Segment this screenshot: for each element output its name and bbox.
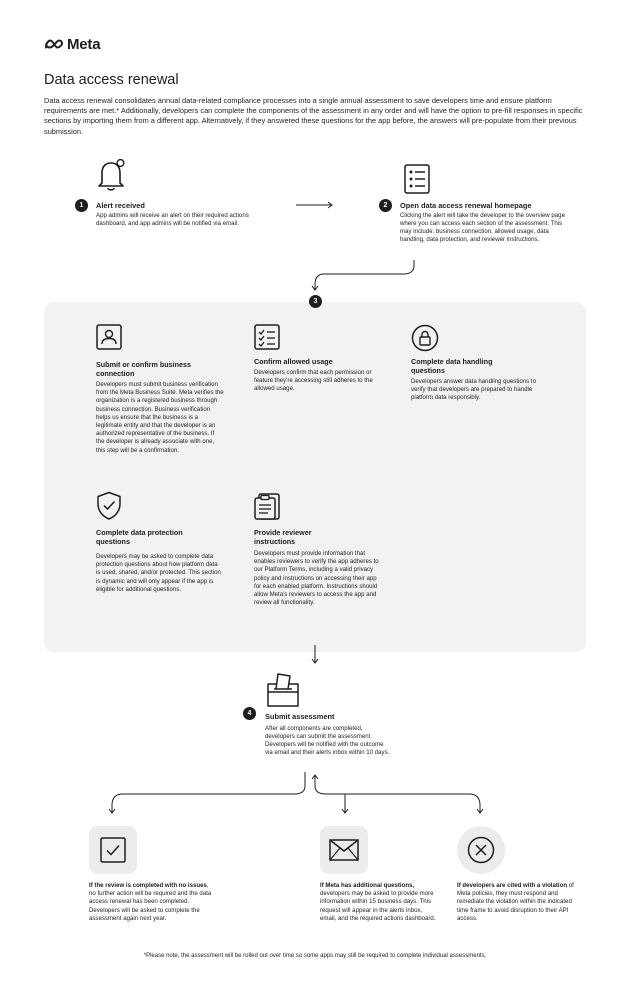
clipboard-icon	[254, 493, 280, 520]
outcome-bold-no-issues: If the review is completed with no issue…	[89, 882, 207, 889]
page-title: Data access renewal	[44, 72, 179, 88]
arrow-right-connector	[296, 201, 333, 209]
outcome-violation-tile	[457, 826, 505, 874]
component-title-business-connection: Submit or confirm business connection	[96, 360, 192, 378]
check-box-icon	[100, 837, 126, 863]
component-text-allowed-usage: Developers confirm that each permission …	[254, 369, 373, 393]
component-title-data-protection: Complete data protection questions	[96, 528, 183, 546]
outcome-bold-violation: If developers are cited with a violation	[457, 882, 568, 889]
outcome-detail-no-issues: , no further action will be required and…	[89, 882, 212, 922]
step-number-3: 3	[309, 295, 322, 308]
meta-infinity-icon	[45, 39, 64, 49]
outcome-text-no-issues: If the review is completed with no issue…	[89, 882, 214, 923]
component-text-data-protection: Developers may be asked to complete data…	[96, 553, 221, 593]
brand-name: Meta	[67, 36, 101, 53]
component-title-reviewer-instructions: Provide reviewer instructions	[254, 528, 312, 546]
components-panel	[44, 302, 586, 652]
x-circle-icon	[467, 836, 495, 864]
curved-arrow-connector	[311, 260, 415, 291]
step-text-1: App admins will receive an alert on thei…	[96, 212, 249, 227]
shield-check-icon	[97, 491, 121, 520]
component-text-business-connection: Developers must submit business verifica…	[96, 381, 224, 454]
bell-icon	[98, 158, 125, 191]
component-text-data-handling: Developers answer data handling question…	[411, 378, 537, 402]
lock-icon	[411, 324, 439, 352]
outcome-bold-additional-questions: If Meta has additional questions,	[320, 882, 415, 889]
step-text-4: After all components are completed, deve…	[265, 725, 390, 756]
step-number-2: 2	[379, 199, 392, 212]
outcome-check-tile	[89, 826, 137, 874]
ballot-box-icon	[267, 673, 299, 707]
branch-arrows-connector	[108, 772, 484, 814]
envelope-icon	[329, 839, 359, 861]
arrow-down-connector	[311, 645, 319, 664]
footnote: *Please note, the assessment will be rol…	[143, 953, 487, 959]
intro-paragraph: Data access renewal consolidates annual …	[44, 96, 583, 136]
component-title-data-handling: Complete data handling questions	[411, 357, 493, 375]
checklist-document-icon	[404, 164, 430, 194]
component-title-allowed-usage: Confirm allowed usage	[254, 357, 333, 366]
outcome-text-violation: If developers are cited with a violation…	[457, 882, 575, 923]
outcome-detail-violation: of Meta policies, they must respond and …	[457, 882, 574, 922]
step-title-1: Alert received	[96, 201, 145, 210]
step-number-1: 1	[75, 199, 88, 212]
step-text-2: Clicking the alert will take the develop…	[400, 212, 565, 243]
step-title-4: Submit assessment	[265, 712, 335, 721]
id-card-icon	[96, 324, 122, 350]
outcome-detail-additional-questions: developers may be asked to provide more …	[320, 890, 436, 922]
step-title-2: Open data access renewal homepage	[400, 201, 532, 210]
step-number-4: 4	[243, 707, 256, 720]
outcome-text-additional-questions: If Meta has additional questions, develo…	[320, 882, 440, 923]
outcome-envelope-tile	[320, 826, 368, 874]
component-text-reviewer-instructions: Developers must provide information that…	[254, 550, 379, 607]
checklist-icon	[254, 324, 280, 350]
meta-logo: Meta	[44, 36, 101, 53]
